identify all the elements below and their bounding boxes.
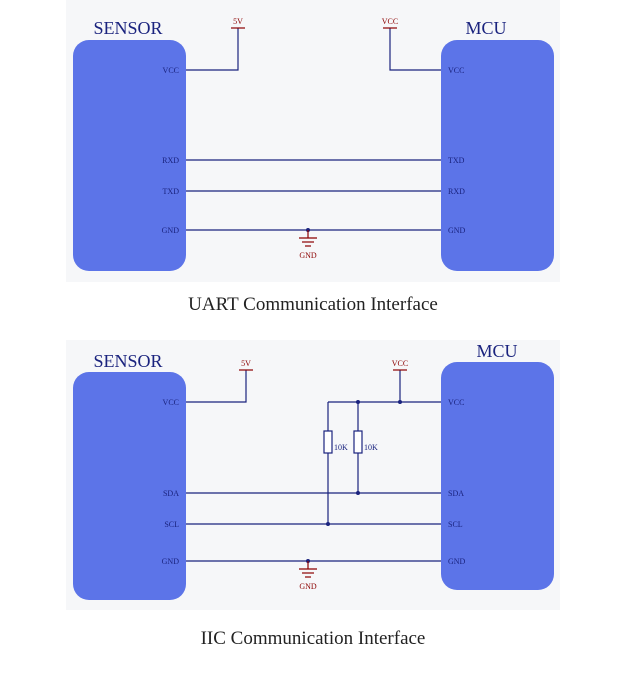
uart-mcu-pin-gnd: GND	[448, 226, 466, 235]
uart-mcu-vcc-wire	[389, 28, 441, 71]
uart-mcu-pin-vcc: VCC	[448, 66, 464, 75]
uart-sensor-pin-vcc: VCC	[163, 66, 179, 75]
uart-mcu-pin-txd: TXD	[448, 156, 465, 165]
iic-vcc-junction	[398, 400, 402, 404]
uart-sensor-pin-rxd: RXD	[162, 156, 179, 165]
iic-sensor-block	[73, 372, 186, 600]
iic-pullup-resistor-2	[353, 430, 363, 454]
iic-pullup-resistor-1	[323, 430, 333, 454]
iic-mcu-pin-gnd: GND	[448, 557, 466, 566]
uart-mcu-block	[441, 40, 554, 271]
uart-sensor-pin-txd: TXD	[163, 187, 180, 196]
uart-sensor-pin-gnd: GND	[162, 226, 180, 235]
iic-sensor-pin-sda: SDA	[163, 489, 179, 498]
uart-mcu-pin-rxd: RXD	[448, 187, 465, 196]
iic-sda-junction	[356, 491, 360, 495]
uart-gnd-label: GND	[299, 251, 317, 260]
iic-scl-junction	[326, 522, 330, 526]
uart-ground-symbol: GND	[299, 228, 317, 260]
uart-vcc-supply-label: VCC	[382, 17, 398, 26]
iic-sensor-pin-scl: SCL	[164, 520, 179, 529]
iic-5v-supply-symbol: 5V	[239, 359, 253, 371]
iic-sensor-vcc-wire	[186, 370, 247, 403]
uart-5v-label: 5V	[233, 17, 243, 26]
iic-mcu-pin-vcc: VCC	[448, 398, 464, 407]
uart-sensor-vcc-wire	[186, 28, 239, 71]
iic-mcu-title: MCU	[476, 341, 517, 361]
uart-mcu-title: MCU	[465, 18, 506, 38]
iic-diagram: SENSOR MCU 5V VCC 10K 10K	[73, 341, 554, 600]
iic-vcc-supply-label: VCC	[392, 359, 408, 368]
iic-sensor-title: SENSOR	[93, 351, 162, 371]
iic-sensor-pin-gnd: GND	[162, 557, 180, 566]
iic-ground-symbol: GND	[299, 559, 317, 591]
iic-pullup-1-label: 10K	[334, 443, 348, 452]
iic-caption: IIC Communication Interface	[200, 628, 426, 649]
uart-caption: UART Communication Interface	[188, 294, 438, 315]
uart-sensor-title: SENSOR	[93, 18, 162, 38]
iic-pullup-2-label: 10K	[364, 443, 378, 452]
iic-mcu-block	[441, 362, 554, 590]
uart-vcc-supply-symbol: VCC	[382, 17, 398, 29]
uart-diagram: SENSOR MCU 5V VCC GND VCC RXD	[73, 17, 554, 271]
uart-sensor-block	[73, 40, 186, 271]
iic-mcu-pin-scl: SCL	[448, 520, 463, 529]
iic-5v-label: 5V	[241, 359, 251, 368]
iic-sensor-pin-vcc: VCC	[163, 398, 179, 407]
iic-vcc-supply-symbol: VCC	[392, 359, 408, 371]
uart-5v-supply-symbol: 5V	[231, 17, 245, 29]
iic-mcu-pin-sda: SDA	[448, 489, 464, 498]
iic-gnd-label: GND	[299, 582, 317, 591]
